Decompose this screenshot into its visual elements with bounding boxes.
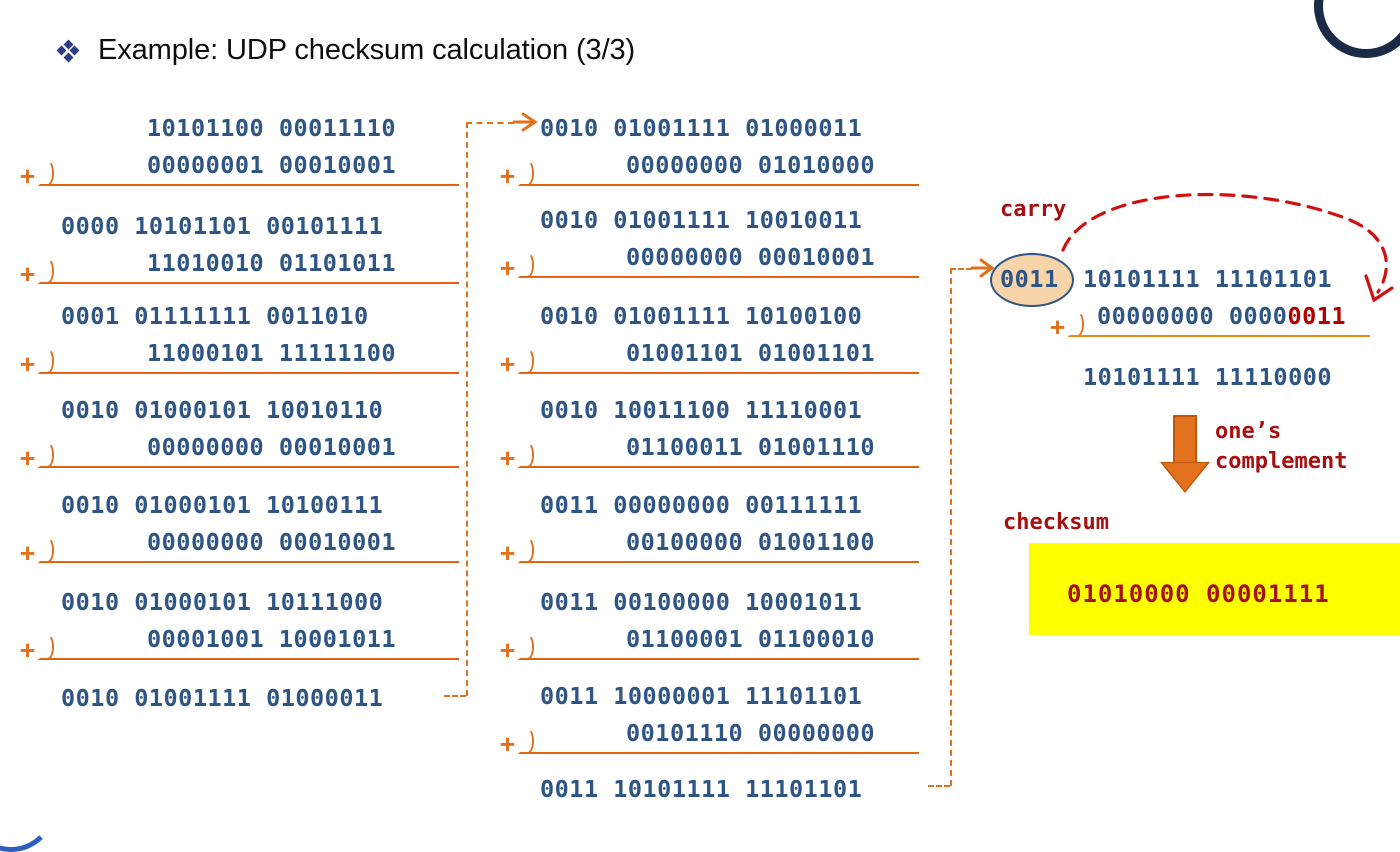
- c3-sum: 10101111 11110000: [1083, 363, 1333, 391]
- carry-value: 0011: [1000, 265, 1059, 293]
- c3-plus-sign: +: [1050, 312, 1066, 341]
- c3-rule: [1070, 335, 1370, 338]
- carry-wraparound-arrowhead: [1364, 274, 1394, 303]
- ones-complement-label-line2: complement: [1215, 449, 1348, 474]
- connector-col2-vertical: [950, 268, 952, 786]
- c1-b4-paren-icon: [38, 537, 54, 563]
- c2-b2-paren-icon: [518, 348, 534, 374]
- checksum-value: 01010000 00001111: [1067, 580, 1330, 608]
- c2-b2-operand2: 01001101 01001101: [626, 339, 876, 367]
- c2-final-result: 0011 10101111 11101101: [540, 775, 863, 803]
- c1-b5-paren-icon: [38, 634, 54, 660]
- c2-b5-paren-icon: [518, 634, 534, 660]
- c1-b0-operand1: 10101100 00011110: [147, 114, 397, 142]
- c2-b0-operand2: 00000000 01010000: [626, 151, 876, 179]
- c1-b3-plus-sign: +: [20, 443, 36, 472]
- c2-b2-rule: [520, 372, 919, 375]
- c2-b4-operand1: 0011 00000000 00111111: [540, 491, 863, 519]
- c2-b5-rule: [520, 658, 919, 661]
- diamond-bullet-icon: [56, 39, 80, 62]
- c2-b3-paren-icon: [518, 442, 534, 468]
- ones-complement-arrow-shaft: [1173, 415, 1197, 467]
- c3-operand2-carry-digits: 0011: [1287, 302, 1347, 330]
- checksum-highlight-box: [1029, 543, 1400, 635]
- c3-operand2: 00000000 00000011: [1097, 302, 1346, 330]
- c2-b6-paren-icon: [518, 728, 534, 754]
- ones-complement-label-line1: one’s: [1215, 419, 1282, 444]
- c1-b1-operand1: 0000 10101101 00101111: [61, 212, 384, 240]
- c3-paren-icon: [1068, 311, 1084, 337]
- connector-col2-top-segment: [950, 268, 972, 270]
- c1-b1-paren-icon: [38, 258, 54, 284]
- c1-b2-operand2: 11000101 11111100: [147, 339, 397, 367]
- c1-b2-rule: [40, 372, 459, 375]
- c2-b6-rule: [520, 752, 919, 755]
- c2-b4-plus-sign: +: [500, 538, 516, 567]
- c1-b2-paren-icon: [38, 348, 54, 374]
- c1-b4-operand1: 0010 01000101 10100111: [61, 491, 384, 519]
- c1-b0-rule: [40, 184, 459, 187]
- c2-b1-operand2: 00000000 00010001: [626, 243, 876, 271]
- c2-b6-operand1: 0011 10000001 11101101: [540, 682, 863, 710]
- connector-col1-bottom-segment: [444, 695, 466, 697]
- connector-col2-bottom-segment: [928, 785, 950, 787]
- c2-b4-paren-icon: [518, 537, 534, 563]
- c2-b0-operand1: 0010 01001111 01000011: [540, 114, 863, 142]
- c3-operand1: 10101111 11101101: [1083, 265, 1333, 293]
- c1-b2-operand1: 0001 01111111 0011010: [61, 302, 369, 330]
- c2-b4-operand2: 00100000 01001100: [626, 528, 876, 556]
- page-title: Example: UDP checksum calculation (3/3): [98, 34, 636, 66]
- connector-col1-top-segment: [466, 122, 514, 124]
- corner-arc-decoration: [0, 762, 56, 852]
- c1-b1-operand2: 11010010 01101011: [147, 249, 397, 277]
- c2-b2-operand1: 0010 01001111 10100100: [540, 302, 863, 330]
- c1-b2-plus-sign: +: [20, 349, 36, 378]
- connector-col1-vertical: [466, 122, 468, 696]
- c2-b1-rule: [520, 276, 919, 279]
- c1-b5-rule: [40, 658, 459, 661]
- c2-b1-plus-sign: +: [500, 253, 516, 282]
- checksum-label: checksum: [1003, 510, 1109, 535]
- c2-b1-operand1: 0010 01001111 10010011: [540, 206, 863, 234]
- c1-b0-operand2: 00000001 00010001: [147, 151, 397, 179]
- carry-label: carry: [1000, 197, 1067, 222]
- slide-title-row: Example: UDP checksum calculation (3/3): [56, 34, 636, 67]
- c2-b5-operand1: 0011 00100000 10001011: [540, 588, 863, 616]
- c2-b3-operand2: 01100011 01001110: [626, 433, 876, 461]
- c2-b3-plus-sign: +: [500, 443, 516, 472]
- c2-b5-plus-sign: +: [500, 635, 516, 664]
- c1-b3-paren-icon: [38, 442, 54, 468]
- c1-final-result: 0010 01001111 01000011: [61, 684, 384, 712]
- c1-b3-operand2: 00000000 00010001: [147, 433, 397, 461]
- c2-b1-paren-icon: [518, 252, 534, 278]
- ones-complement-arrow-icon: [1163, 463, 1207, 491]
- c2-b3-operand1: 0010 10011100 11110001: [540, 396, 863, 424]
- c1-b4-operand2: 00000000 00010001: [147, 528, 397, 556]
- c1-b5-operand2: 00001001 10001011: [147, 625, 397, 653]
- c2-b0-plus-sign: +: [500, 161, 516, 190]
- c1-b3-rule: [40, 466, 459, 469]
- c1-b5-plus-sign: +: [20, 635, 36, 664]
- c3-operand2-prefix: 00000000 0000: [1097, 302, 1288, 330]
- c2-b6-plus-sign: +: [500, 729, 516, 758]
- corner-circle-decoration: [1314, 0, 1400, 58]
- c2-b3-rule: [520, 466, 919, 469]
- c1-b4-rule: [40, 561, 459, 564]
- c1-b3-operand1: 0010 01000101 10010110: [61, 396, 384, 424]
- c2-b4-rule: [520, 561, 919, 564]
- c1-b1-rule: [40, 282, 459, 285]
- c1-b0-plus-sign: +: [20, 161, 36, 190]
- c2-b0-rule: [520, 184, 919, 187]
- c1-b5-operand1: 0010 01000101 10111000: [61, 588, 384, 616]
- c1-b0-paren-icon: [38, 160, 54, 186]
- c1-b4-plus-sign: +: [20, 538, 36, 567]
- c2-b0-paren-icon: [518, 160, 534, 186]
- arrowhead-into-col2: [512, 112, 538, 132]
- c2-b5-operand2: 01100001 01100010: [626, 625, 876, 653]
- c1-b1-plus-sign: +: [20, 259, 36, 288]
- c2-b2-plus-sign: +: [500, 349, 516, 378]
- arrowhead-into-carry: [970, 258, 995, 278]
- c2-b6-operand2: 00101110 00000000: [626, 719, 876, 747]
